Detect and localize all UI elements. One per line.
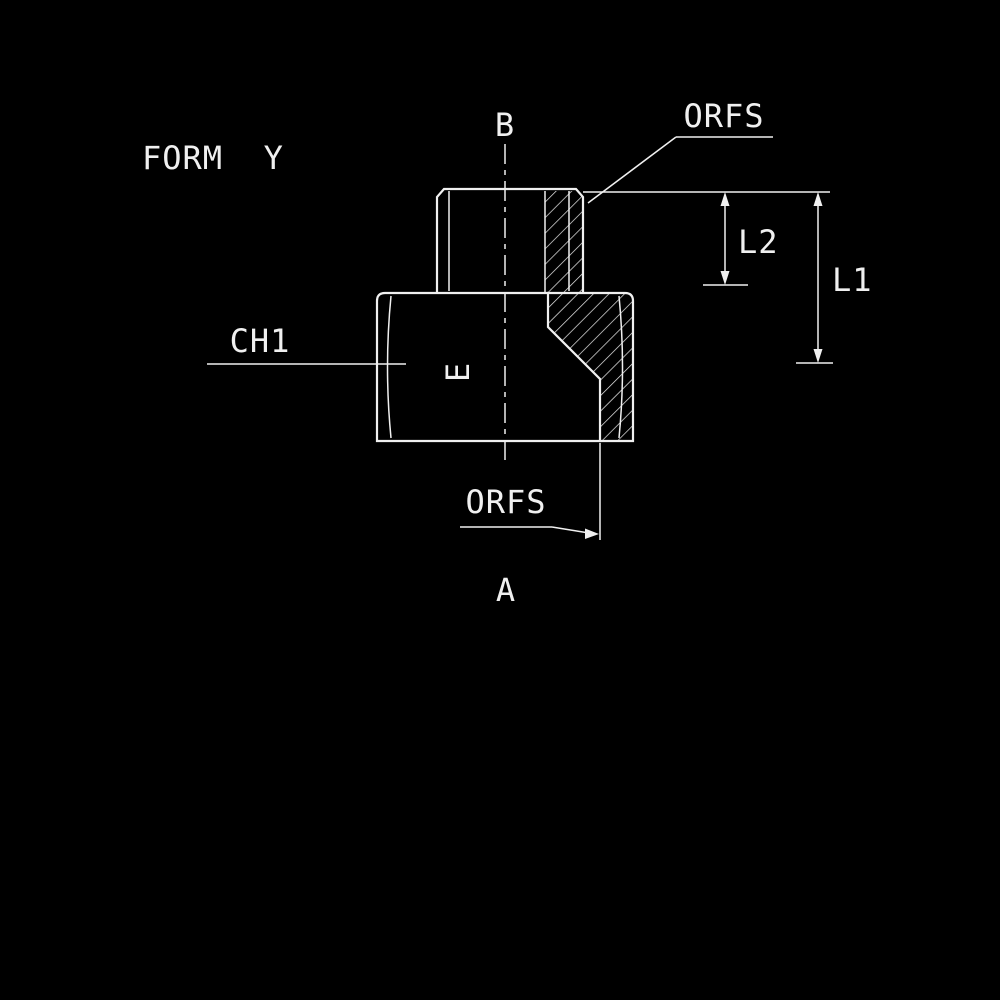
a-dim-label: A xyxy=(496,571,516,609)
orfs-bottom-label: ORFS xyxy=(465,483,546,521)
form-title: FORM Y xyxy=(142,139,284,177)
l1-arrow-up xyxy=(813,192,823,206)
l2-label: L2 xyxy=(738,223,779,261)
orfs-top-label: ORFS xyxy=(683,97,764,135)
stud-section-hatch xyxy=(545,191,583,292)
ch1-label: CH1 xyxy=(230,322,291,360)
face-symbol: E xyxy=(439,362,477,382)
hex-corner-arc-left xyxy=(386,295,392,439)
orfs-bottom-arrow xyxy=(585,528,599,539)
orfs-bottom-leader-line xyxy=(551,526,590,534)
l2-arrow-up xyxy=(720,192,730,206)
body-section-hatch xyxy=(548,293,633,441)
l1-arrow-down xyxy=(813,349,823,363)
l1-label: L1 xyxy=(832,261,873,299)
l2-arrow-down xyxy=(720,271,730,285)
orfs-top-leader-line xyxy=(587,136,677,204)
b-dim-label: B xyxy=(495,106,515,144)
